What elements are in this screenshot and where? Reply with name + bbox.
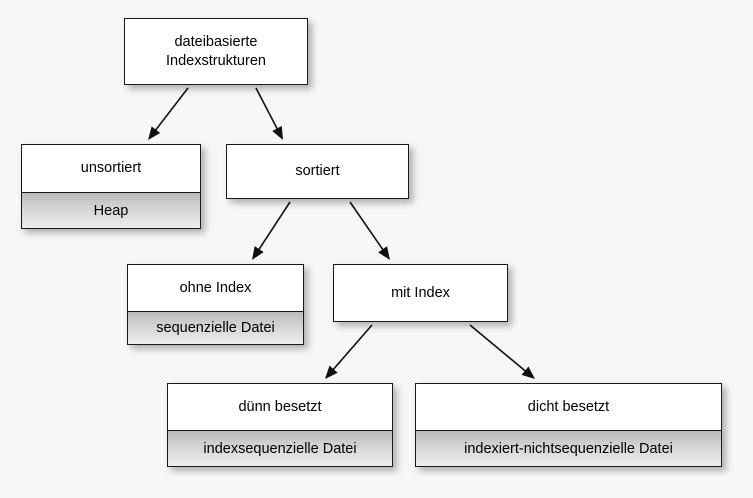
arrowhead-sortiert-ohne-index bbox=[252, 246, 264, 260]
node-dicht-besetzt[interactable]: dicht besetzt indexiert-nichtsequenziell… bbox=[415, 383, 722, 467]
node-ohne-index[interactable]: ohne Index sequenzielle Datei bbox=[127, 264, 304, 345]
node-duenn-besetzt-subtitle: indexsequenzielle Datei bbox=[168, 430, 392, 466]
node-duenn-besetzt[interactable]: dünn besetzt indexsequenzielle Datei bbox=[167, 383, 393, 467]
node-unsortiert[interactable]: unsortiert Heap bbox=[21, 144, 201, 229]
edge-line-sortiert-mit-index bbox=[349, 201, 385, 253]
node-mit-index-title: mit Index bbox=[334, 265, 507, 321]
arrowhead-root-sortiert bbox=[272, 125, 283, 140]
edge-line-root-sortiert bbox=[255, 87, 280, 132]
edge-line-mit-index-duenn bbox=[330, 324, 373, 372]
arrowhead-sortiert-mit-index bbox=[378, 246, 390, 260]
node-dicht-besetzt-title: dicht besetzt bbox=[416, 384, 721, 430]
arrowhead-mit-index-duenn bbox=[325, 365, 338, 379]
node-root[interactable]: dateibasierte Indexstrukturen bbox=[124, 18, 308, 85]
node-sortiert[interactable]: sortiert bbox=[226, 144, 409, 199]
node-sortiert-title: sortiert bbox=[227, 145, 408, 198]
edge-line-mit-index-dicht bbox=[469, 324, 528, 374]
node-unsortiert-title: unsortiert bbox=[22, 145, 200, 192]
node-ohne-index-subtitle: sequenzielle Datei bbox=[128, 311, 303, 344]
node-dicht-besetzt-subtitle: indexiert-nichtsequenzielle Datei bbox=[416, 430, 721, 466]
arrowhead-root-unsortiert bbox=[148, 126, 161, 140]
node-unsortiert-subtitle: Heap bbox=[22, 192, 200, 228]
node-ohne-index-title: ohne Index bbox=[128, 265, 303, 311]
edge-line-sortiert-ohne-index bbox=[256, 201, 291, 253]
node-duenn-besetzt-title: dünn besetzt bbox=[168, 384, 392, 430]
arrowhead-mit-index-dicht bbox=[521, 366, 535, 379]
node-root-title: dateibasierte Indexstrukturen bbox=[125, 19, 307, 84]
node-mit-index[interactable]: mit Index bbox=[333, 264, 508, 322]
edge-line-root-unsortiert bbox=[153, 87, 189, 133]
